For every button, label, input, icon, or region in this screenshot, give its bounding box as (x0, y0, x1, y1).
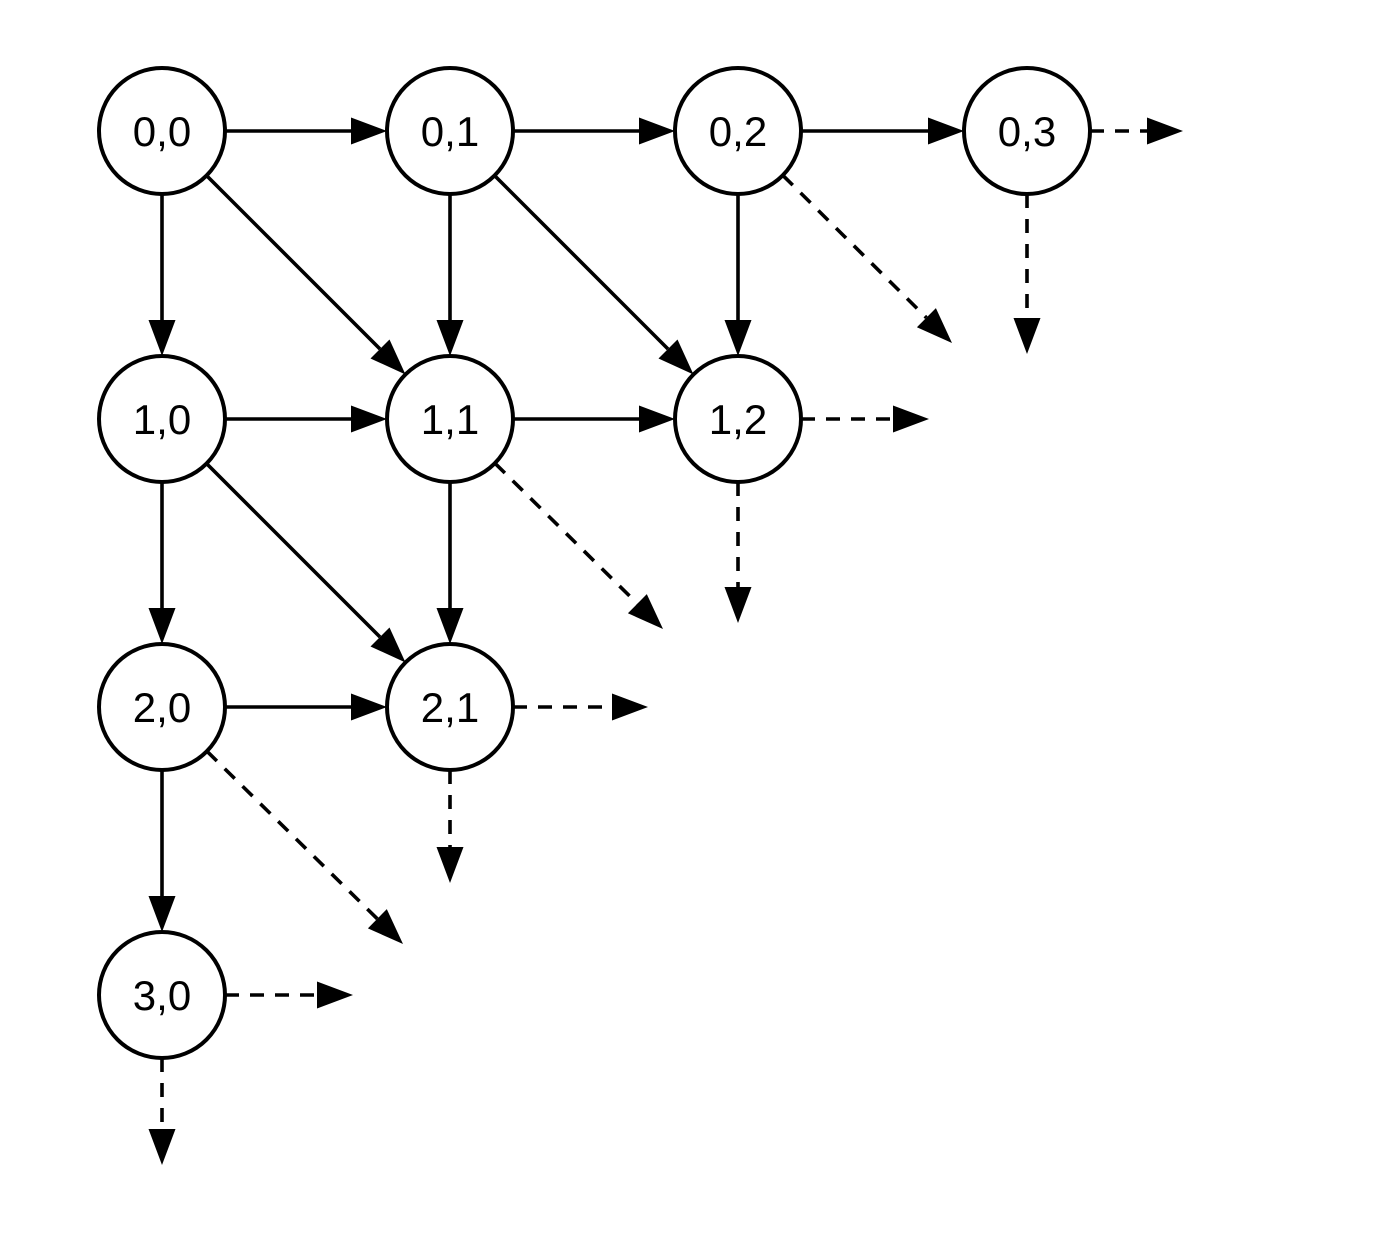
dashed-edge-0-3-down (1013, 194, 1041, 354)
node-2-1: 2,1 (385, 642, 515, 772)
arrowhead-icon (370, 627, 406, 663)
dashed-edge-2-1-down (436, 770, 464, 883)
dashed-edge-0-2-down-right (781, 174, 952, 343)
arrowhead-icon (639, 405, 675, 433)
edge-1-0-to-1-1 (225, 405, 387, 433)
edge-0-2-to-0-3 (801, 117, 964, 145)
dashed-edge-2-1-right (513, 693, 648, 721)
edge-1-0-to-2-0 (148, 482, 176, 644)
edge-2-0-to-3-0 (148, 770, 176, 932)
node-2-0: 2,0 (97, 642, 227, 772)
dashed-edge-3-0-right (225, 981, 353, 1009)
node-circle (97, 930, 227, 1060)
node-0-0: 0,0 (97, 66, 227, 196)
node-1-0: 1,0 (97, 354, 227, 484)
edges-layer (148, 117, 1183, 1165)
node-circle (97, 642, 227, 772)
edge-0-0-to-0-1 (225, 117, 387, 145)
node-0-2: 0,2 (673, 66, 803, 196)
edge-1-0-to-2-1 (205, 462, 406, 663)
edge-0-0-to-1-1 (205, 174, 406, 375)
edge-line (493, 461, 639, 605)
dashed-edge-1-2-down (724, 482, 752, 623)
edge-0-0-to-1-0 (148, 194, 176, 356)
arrowhead-icon (148, 1129, 176, 1165)
arrowhead-icon (367, 909, 403, 944)
node-circle (97, 66, 227, 196)
node-label: 1,1 (421, 396, 479, 443)
edge-line (781, 174, 928, 319)
node-label: 0,0 (133, 108, 191, 155)
arrowhead-icon (639, 117, 675, 145)
dashed-edge-0-3-right (1090, 117, 1183, 145)
dashed-edge-1-1-down-right (493, 461, 663, 629)
node-circle (385, 66, 515, 196)
arrowhead-icon (436, 608, 464, 644)
node-label: 2,1 (421, 684, 479, 731)
edge-0-1-to-0-2 (513, 117, 675, 145)
nodes-layer: 0,0 0,1 0,2 0,3 1,0 1,1 1,2 2,0 2,1 3,0 (97, 66, 1092, 1060)
node-label: 0,1 (421, 108, 479, 155)
edge-0-1-to-1-2 (493, 174, 694, 375)
dashed-edge-1-2-right (801, 405, 929, 433)
node-circle (385, 642, 515, 772)
node-0-1: 0,1 (385, 66, 515, 196)
edge-0-2-to-1-2 (724, 194, 752, 356)
node-circle (97, 354, 227, 484)
edge-line (493, 174, 670, 351)
dashed-edge-3-0-down (148, 1058, 176, 1165)
arrowhead-icon (436, 320, 464, 356)
arrowhead-icon (148, 608, 176, 644)
edge-2-0-to-2-1 (225, 693, 387, 721)
arrowhead-icon (724, 587, 752, 623)
node-label: 1,2 (709, 396, 767, 443)
arrowhead-icon (627, 594, 663, 629)
node-label: 2,0 (133, 684, 191, 731)
arrowhead-icon (351, 117, 387, 145)
dashed-edge-2-0-down-right (205, 749, 403, 944)
arrowhead-icon (658, 339, 694, 375)
edge-1-1-to-1-2 (513, 405, 675, 433)
arrowhead-icon (724, 320, 752, 356)
node-0-3: 0,3 (962, 66, 1092, 196)
node-circle (385, 354, 515, 484)
arrowhead-icon (893, 405, 929, 433)
arrowhead-icon (351, 405, 387, 433)
edge-0-1-to-1-1 (436, 194, 464, 356)
node-3-0: 3,0 (97, 930, 227, 1060)
arrowhead-icon (928, 117, 964, 145)
edge-line (205, 174, 382, 351)
arrowhead-icon (370, 339, 406, 375)
node-circle (673, 354, 803, 484)
edge-line (205, 462, 382, 639)
node-label: 1,0 (133, 396, 191, 443)
arrowhead-icon (317, 981, 353, 1009)
node-circle (962, 66, 1092, 196)
edge-line (205, 749, 379, 921)
arrowhead-icon (612, 693, 648, 721)
node-label: 3,0 (133, 972, 191, 1019)
edge-1-1-to-2-1 (436, 482, 464, 644)
arrowhead-icon (1013, 318, 1041, 354)
arrowhead-icon (148, 896, 176, 932)
node-label: 0,3 (998, 108, 1056, 155)
arrowhead-icon (148, 320, 176, 356)
arrowhead-icon (351, 693, 387, 721)
arrowhead-icon (916, 308, 952, 343)
node-circle (673, 66, 803, 196)
node-1-2: 1,2 (673, 354, 803, 484)
arrowhead-icon (1147, 117, 1183, 145)
node-label: 0,2 (709, 108, 767, 155)
arrowhead-icon (436, 847, 464, 883)
node-1-1: 1,1 (385, 354, 515, 484)
